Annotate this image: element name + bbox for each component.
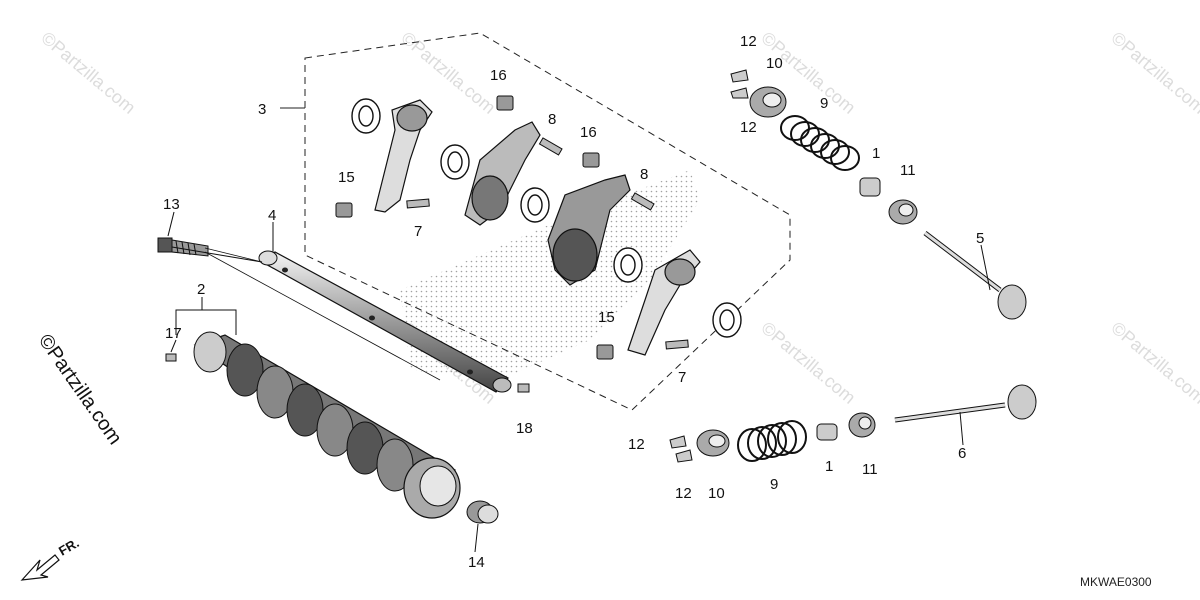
camshaft — [193, 331, 461, 519]
callout-1: 1 — [872, 145, 880, 162]
valve-keeper — [730, 69, 749, 99]
callout-7: 7 — [678, 369, 686, 386]
valve-retainer — [749, 86, 787, 118]
callout-labels: 12 10 12 9 1 11 5 3 16 16 8 8 15 15 7 7 … — [163, 33, 984, 571]
callout-12: 12 — [740, 119, 757, 136]
callout-15: 15 — [338, 169, 355, 186]
callout-10: 10 — [766, 55, 783, 72]
adjust-screw — [406, 137, 689, 350]
callout-8: 8 — [548, 111, 556, 128]
callout-5: 5 — [976, 230, 984, 247]
callout-10: 10 — [708, 485, 725, 502]
rocker-arm — [627, 249, 701, 356]
callout-11: 11 — [900, 162, 916, 179]
callout-7: 7 — [414, 223, 422, 240]
bolt-13 — [157, 237, 441, 381]
callout-17: 17 — [165, 325, 182, 342]
callout-3: 3 — [258, 101, 266, 118]
callout-16: 16 — [580, 124, 597, 141]
rocker-shaft — [258, 250, 512, 393]
callout-9: 9 — [820, 95, 828, 112]
watermark: ©Partzilla.com — [37, 28, 139, 118]
callout-12: 12 — [740, 33, 757, 50]
spring-seat — [888, 199, 918, 225]
callout-8: 8 — [640, 166, 648, 183]
callout-12: 12 — [675, 485, 692, 502]
callout-16: 16 — [490, 67, 507, 84]
leader-lines — [167, 211, 991, 553]
plug-14 — [466, 500, 499, 524]
callout-14: 14 — [468, 554, 485, 571]
callout-12: 12 — [628, 436, 645, 453]
callout-2: 2 — [197, 281, 205, 298]
callout-15: 15 — [598, 309, 615, 326]
callout-18: 18 — [516, 420, 533, 437]
valve-spring — [737, 420, 807, 462]
rocker-arm — [547, 174, 631, 286]
valve-seal — [859, 177, 881, 197]
halftone-shading — [400, 170, 700, 380]
dowel-pin-18 — [517, 383, 530, 393]
callout-1: 1 — [825, 458, 833, 475]
intake-valve — [923, 231, 1027, 320]
callout-9: 9 — [770, 476, 778, 493]
callout-11: 11 — [862, 461, 878, 478]
watermark: ©Partzilla.com — [1107, 318, 1200, 408]
dowel-pin-17 — [165, 353, 177, 362]
spring-seat — [848, 412, 876, 438]
rocker-arm-assembly-outline — [304, 32, 791, 411]
rocker-arm — [464, 121, 541, 226]
front-marker-label: FR. — [56, 535, 82, 558]
callout-4: 4 — [268, 207, 276, 224]
callout-6: 6 — [958, 445, 966, 462]
diagram-code: MKWAE0300 — [1080, 575, 1152, 589]
watermark: ©Partzilla.com — [1107, 28, 1200, 118]
watermark: ©Partzilla.com — [757, 318, 859, 408]
front-direction-arrow: FR. — [20, 535, 82, 581]
exhaust-valve — [894, 384, 1037, 423]
rocker-arm — [374, 99, 433, 213]
callout-13: 13 — [163, 196, 180, 213]
valve-keeper — [669, 435, 693, 463]
nut — [335, 95, 614, 360]
valve-seal — [816, 423, 838, 441]
watermark-main: ©Partzilla.com — [34, 330, 126, 448]
valve-spring — [780, 115, 860, 171]
washer — [351, 98, 742, 338]
valve-retainer — [696, 429, 730, 457]
